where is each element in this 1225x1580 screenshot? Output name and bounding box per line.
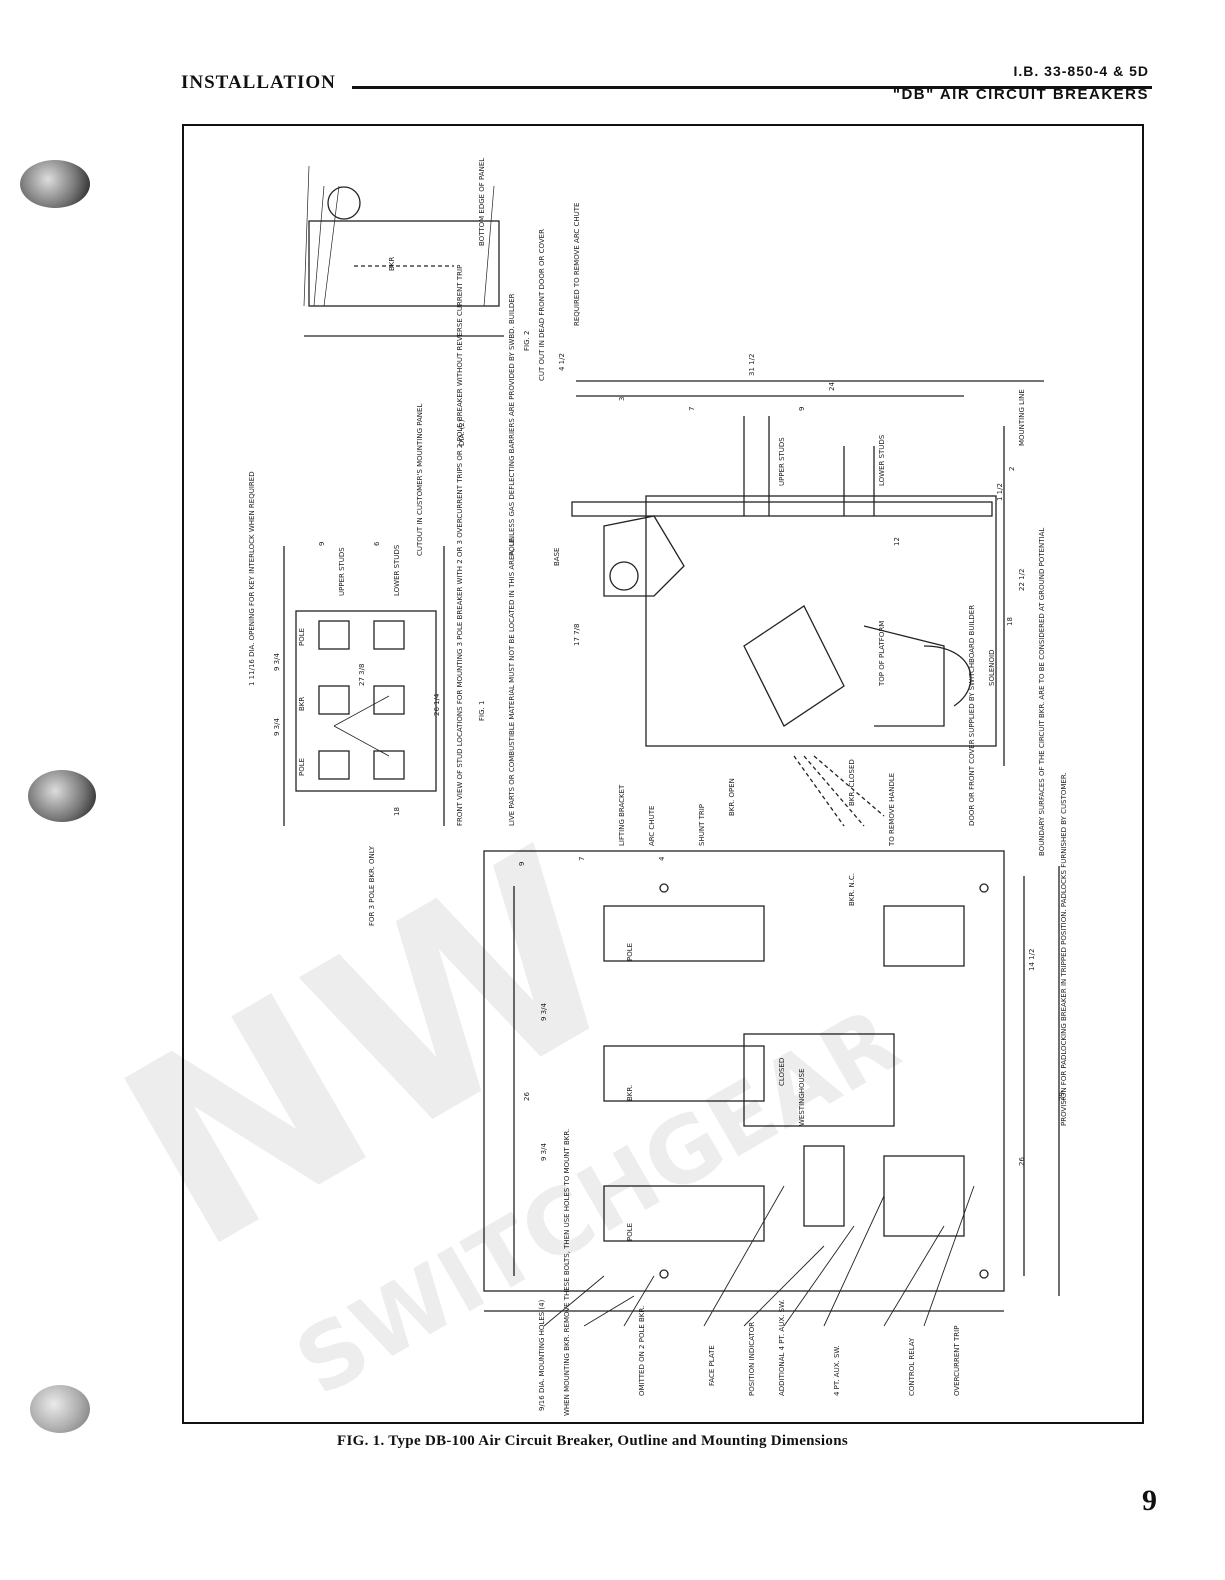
side-label-bkr-open: BKR. OPEN — [728, 778, 736, 816]
side-label-arc-chute: ARC CHUTE — [648, 806, 656, 846]
front-label-closed: CLOSED — [778, 1058, 786, 1086]
fig1-dim-26-1-4: 26 1/4 — [433, 693, 441, 716]
fig2-cutout — [308, 220, 500, 307]
fig2-key-note: 1 11/16 DIA. OPENING FOR KEY INTERLOCK W… — [248, 471, 256, 686]
fig1-dim-27-3-8: 27 3/8 — [358, 664, 366, 686]
side-boundary-note: BOUNDARY SURFACES OF THE CIRCUIT BKR. AR… — [1038, 528, 1046, 856]
fig2-edge-label: BOTTOM EDGE OF PANEL — [478, 158, 486, 246]
front-dim-29: 29 — [1058, 1092, 1066, 1101]
page-number: 9 — [1142, 1484, 1157, 1517]
front-callout-overcurrent-trip: OVERCURRENT TRIP — [953, 1326, 961, 1396]
punch-hole-top — [20, 160, 90, 208]
front-label-pole-top: POLE — [626, 943, 634, 961]
side-dim-7: 7 — [688, 407, 696, 411]
side-label-upper-studs: UPPER STUDS — [778, 437, 786, 486]
front-label-pole-bottom: POLE — [626, 1223, 634, 1241]
fig1-dim-6: 6 — [373, 541, 381, 546]
fig2-title: FIG. 2 — [523, 331, 531, 351]
side-label-remove-handle: TO REMOVE HANDLE — [888, 773, 896, 847]
fig1-dim-9: 9 — [318, 542, 326, 546]
front-callout-remove-bolts: WHEN MOUNTING BKR. REMOVE THESE BOLTS, T… — [563, 1129, 571, 1416]
side-label-dia: DIA. (2) — [458, 419, 466, 446]
front-callout-additional-aux-sw: ADDITIONAL 4 PT. AUX. SW. — [778, 1300, 786, 1396]
side-door-note: DOOR OR FRONT COVER SUPPLIED BY SWITCHBO… — [968, 605, 976, 826]
side-label-bkr-closed: BKR. CLOSED — [848, 759, 856, 806]
side-label-shunt-trip: SHUNT TRIP — [698, 804, 706, 846]
front-dim-4: 4 — [658, 856, 666, 861]
side-label-solenoid: SOLENOID — [988, 650, 996, 686]
side-dim-12: 12 — [893, 537, 901, 546]
side-label-base: BASE — [553, 548, 561, 566]
key-interlock-hole — [327, 186, 361, 220]
figure-caption-text: FIG. 1. Type DB-100 Air Circuit Breaker,… — [337, 1433, 848, 1449]
fig1-panel — [295, 610, 437, 792]
document-number: I.B. 33-850-4 & 5D — [1013, 63, 1149, 79]
fig1-label-upper-studs: UPPER STUDS — [338, 547, 346, 596]
front-dim-26-left: 26 — [523, 1092, 531, 1101]
section-title: INSTALLATION — [181, 72, 336, 93]
front-dim-14-1-2: 14 1/2 — [1028, 949, 1036, 971]
fig1-dim-18: 18 — [393, 807, 401, 816]
front-label-bkr: BKR. — [626, 1085, 634, 1101]
fig1-title: FIG. 1 — [478, 701, 486, 721]
front-view-body — [483, 850, 1005, 1292]
side-dim-17-7-8: 17 7/8 — [573, 624, 581, 646]
mounting-base — [571, 501, 993, 517]
side-dim-24: 24 — [828, 382, 836, 391]
fig1-dim-9-3-4-b: 9 3/4 — [273, 718, 281, 736]
figure-caption: FIG. 1. Type DB-100 Air Circuit Breaker,… — [0, 1433, 1225, 1450]
punch-hole-middle — [28, 770, 96, 822]
front-dim-9-3-4-a: 9 3/4 — [540, 1003, 548, 1021]
side-label-pole: POLE — [508, 538, 516, 556]
side-dim-22-1-2: 22 1/2 — [1018, 569, 1026, 591]
front-dim-7: 7 — [578, 857, 586, 861]
fig1-label-pole-bottom: POLE — [298, 758, 306, 776]
side-view-body — [645, 495, 997, 747]
side-dim-18: 18 — [1006, 617, 1014, 626]
product-title: "DB" AIR CIRCUIT BREAKERS — [892, 86, 1149, 103]
front-label-bkr-nc: BKR. N.C. — [848, 873, 856, 906]
front-callout-position-indicator: POSITION INDICATOR — [748, 1322, 756, 1396]
fig1-dim-9-3-4-a: 9 3/4 — [273, 653, 281, 671]
side-dim-9: 9 — [798, 407, 806, 411]
front-dim-26-right: 26 — [1018, 1157, 1026, 1166]
fig1-three-pole-note: FOR 3 POLE BKR. ONLY — [368, 845, 376, 926]
front-dim-9: 9 — [518, 862, 526, 866]
side-dim-2: 2 — [1008, 467, 1016, 471]
side-label-arc-chute-clearance: REQUIRED TO REMOVE ARC CHUTE — [573, 203, 581, 326]
side-label-lower-studs: LOWER STUDS — [878, 434, 886, 486]
side-label-top-of-platform: TOP OF PLATFORM — [878, 621, 886, 687]
side-dim-4-1-2: 4 1/2 — [558, 353, 566, 371]
fig1-note: FRONT VIEW OF STUD LOCATIONS FOR MOUNTIN… — [456, 265, 464, 826]
drawing-canvas: 1 11/16 DIA. OPENING FOR KEY INTERLOCK W… — [248, 158, 1068, 1416]
fig1-label-pole-top: POLE — [298, 628, 306, 646]
front-callout-mounting-holes: 9/16 DIA. MOUNTING HOLES (4) — [538, 1299, 546, 1411]
fig2-note: CUT OUT IN DEAD FRONT DOOR OR COVER — [538, 229, 546, 381]
side-dim-31-1-2: 31 1/2 — [748, 354, 756, 376]
punch-hole-bottom — [30, 1385, 90, 1433]
side-dim-1-1-2: 1 1/2 — [996, 483, 1004, 501]
front-padlock-note: PROVISION FOR PADLOCKING BREAKER IN TRIP… — [1060, 772, 1068, 1126]
front-callout-omitted: OMITTED ON 2 POLE BKR. — [638, 1306, 646, 1396]
fig1-cutout-note: CUTOUT IN CUSTOMER'S MOUNTING PANEL — [416, 404, 424, 556]
side-label-lifting-bracket: LIFTING BRACKET — [618, 784, 626, 846]
front-dim-9-3-4-b: 9 3/4 — [540, 1143, 548, 1161]
front-label-westinghouse: WESTINGHOUSE — [798, 1068, 806, 1126]
figure-frame: 1 11/16 DIA. OPENING FOR KEY INTERLOCK W… — [182, 124, 1144, 1424]
side-live-parts-note: LIVE PARTS OR COMBUSTIBLE MATERIAL MUST … — [508, 293, 516, 826]
front-callout-aux-sw: 4 PT. AUX. SW. — [833, 1345, 841, 1396]
fig2-bkr-label: BKR — [388, 257, 396, 271]
fig1-label-lower-studs: LOWER STUDS — [393, 544, 401, 596]
fig1-label-bkr: BKR — [298, 697, 306, 711]
front-callout-control-relay: CONTROL RELAY — [908, 1337, 916, 1396]
side-label-mounting-line: MOUNTING LINE — [1018, 389, 1026, 446]
front-callout-face-plate: FACE PLATE — [708, 1345, 716, 1386]
header-rule — [352, 86, 1152, 89]
side-dim-3: 3 — [618, 397, 626, 401]
face-plate — [743, 1033, 895, 1127]
